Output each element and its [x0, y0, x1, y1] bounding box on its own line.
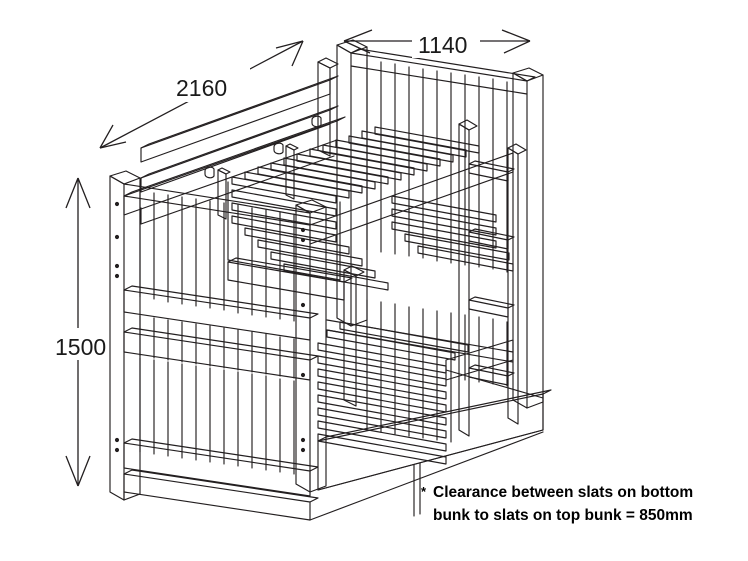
guard-rail	[140, 57, 339, 220]
footnote-line-1: Clearance between slats on bottom	[433, 484, 693, 501]
top-bunk-slats-right	[391, 195, 514, 272]
dimension-height-1500: 1500	[52, 177, 108, 487]
top-bunk-slats	[227, 126, 480, 291]
bed-base	[123, 431, 544, 521]
dimension-label-length: 2160	[176, 75, 227, 101]
headboard-panel	[336, 39, 544, 443]
footnote-block: * Clearance between slats on bottom bunk…	[421, 484, 693, 524]
bottom-bunk-frame	[317, 319, 544, 465]
bed-line-art	[109, 39, 552, 521]
dimension-width-1140: 1140	[343, 26, 531, 58]
footnote-line-2: bunk to slats on top bunk = 850mm	[433, 507, 693, 524]
bottom-bunk-slats	[317, 321, 469, 465]
under-bed-drawers	[317, 389, 552, 517]
dimension-label-width: 1140	[418, 32, 467, 58]
dimension-length-2160: 2160	[99, 40, 304, 149]
footnote-marker: *	[421, 484, 427, 499]
dimension-label-height: 1500	[55, 334, 106, 360]
top-bunk-frame	[123, 116, 514, 407]
ladder	[458, 119, 527, 437]
